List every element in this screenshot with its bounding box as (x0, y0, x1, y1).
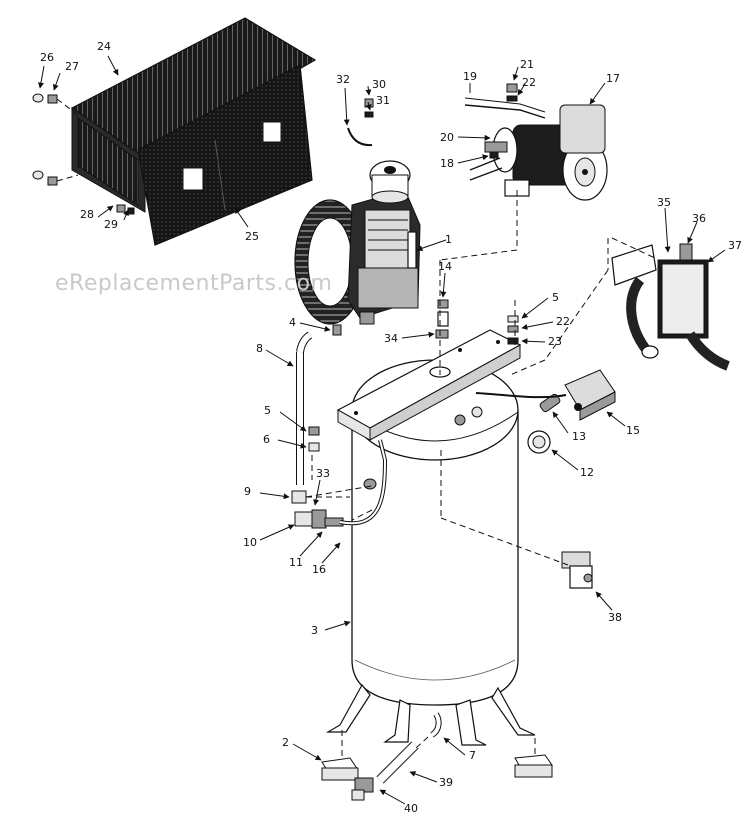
pressure-gauge (527, 430, 551, 454)
callout-37: 37 (728, 239, 742, 252)
callout-35: 35 (657, 196, 671, 209)
callout-40: 40 (404, 802, 418, 815)
callout-5-left: 5 (264, 404, 271, 417)
callout-8: 8 (256, 342, 263, 355)
callout-32: 32 (336, 73, 350, 86)
compressor-pump (294, 160, 421, 325)
callout-14: 14 (438, 260, 452, 273)
callout-24: 24 (97, 40, 111, 53)
callout-22-top: 22 (522, 76, 536, 89)
callout-5-top: 5 (552, 291, 559, 304)
callout-11: 11 (289, 556, 303, 569)
callout-20: 20 (440, 131, 454, 144)
callout-labels: 26 27 24 28 29 25 32 30 31 19 21 22 17 2… (40, 40, 742, 815)
callout-27: 27 (65, 60, 79, 73)
bottom-parts (321, 712, 553, 801)
discharge-tube (291, 331, 320, 504)
leader-arrows (38, 55, 726, 805)
callout-1: 1 (445, 233, 452, 246)
belt-guard-back (70, 17, 317, 213)
callout-34: 34 (384, 332, 398, 345)
callout-33: 33 (316, 467, 330, 480)
tank-legs (325, 683, 536, 746)
callout-23: 23 (548, 335, 562, 348)
callout-15: 15 (626, 424, 640, 437)
callout-26: 26 (40, 51, 54, 64)
safety-valve (454, 393, 561, 426)
callout-21: 21 (520, 58, 534, 71)
callout-16: 16 (312, 563, 326, 576)
dashed-guides (305, 190, 656, 760)
electric-motor (469, 104, 608, 201)
callout-2: 2 (282, 736, 289, 749)
callout-10: 10 (243, 536, 257, 549)
callout-18: 18 (440, 157, 454, 170)
callout-25: 25 (245, 230, 259, 243)
motor-bracket (464, 83, 546, 119)
callout-7: 7 (469, 749, 476, 762)
callout-22-mid: 22 (556, 315, 570, 328)
callout-19: 19 (463, 70, 477, 83)
callout-3: 3 (311, 624, 318, 637)
callout-4: 4 (289, 316, 296, 329)
callout-30: 30 (372, 78, 386, 91)
callout-31: 31 (376, 94, 390, 107)
callout-13: 13 (572, 430, 586, 443)
watermark-text: eReplacementParts.com (55, 271, 332, 296)
pressure-switch (611, 243, 730, 371)
air-tank (351, 359, 519, 706)
small-hardware (332, 98, 519, 345)
callout-39: 39 (439, 776, 453, 789)
callout-9: 9 (244, 485, 251, 498)
callout-36: 36 (692, 212, 706, 225)
motor-mount-plate (336, 329, 522, 441)
callout-17: 17 (606, 72, 620, 85)
guard-screws (32, 93, 135, 215)
callout-38: 38 (608, 611, 622, 624)
callout-29: 29 (104, 218, 118, 231)
callout-28: 28 (80, 208, 94, 221)
switch-box (475, 369, 616, 421)
callout-6: 6 (263, 433, 270, 446)
drain-manifold (561, 551, 593, 589)
callout-12: 12 (580, 466, 594, 479)
belt-guard-front (137, 64, 313, 246)
